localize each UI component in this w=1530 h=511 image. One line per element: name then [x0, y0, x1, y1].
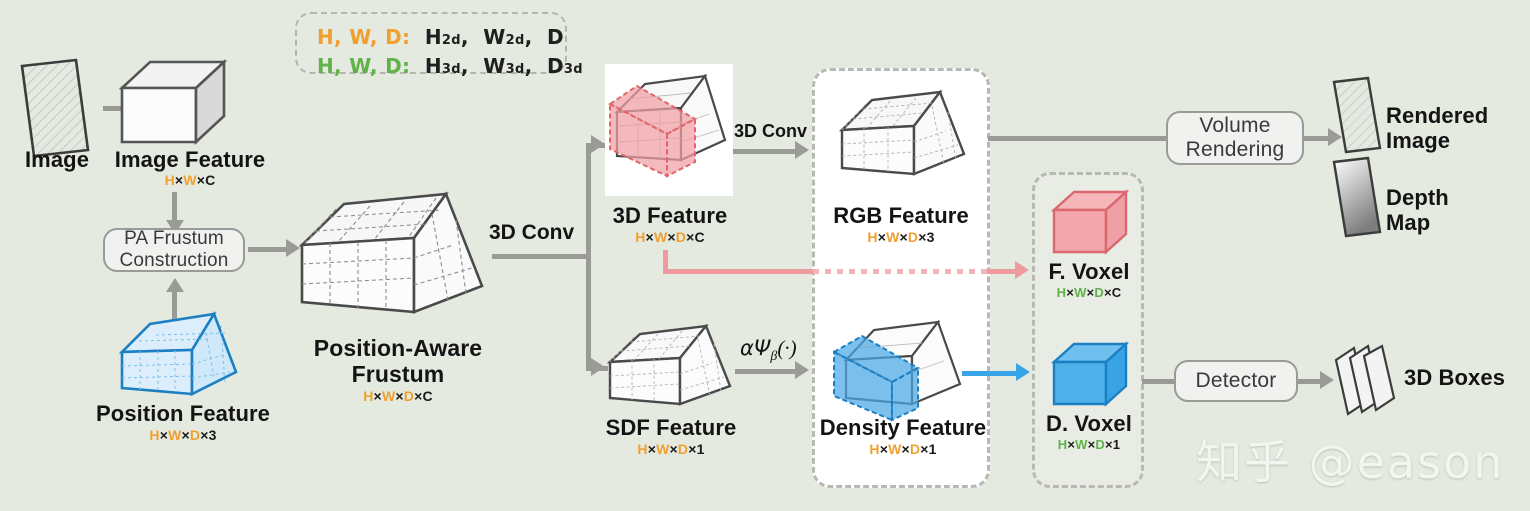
arrowhead-blue-dvoxel — [1016, 363, 1030, 381]
legend-row-2d: H, W, D: H2d, W2d, D — [317, 25, 564, 49]
sdf-feature-label: SDF Feature — [605, 415, 737, 440]
conv3d-rgb-label: 3D Conv — [734, 121, 808, 141]
arrow-conv3d-up-stub — [586, 143, 608, 148]
position-feature-label: Position Feature — [96, 401, 270, 426]
arrowhead-3dfeature-to-rgb — [795, 141, 809, 159]
legend-row-3d: H, W, D: H3d, W3d, D3d — [317, 54, 583, 78]
f-voxel-icon — [1050, 188, 1130, 260]
feature-3d-card — [605, 64, 733, 196]
position-feature-dims: H×W×D×3 — [149, 427, 217, 443]
detector-label: Detector — [1195, 368, 1277, 392]
detector-button[interactable]: Detector — [1174, 360, 1298, 402]
feature-3d-dims: H×W×D×C — [635, 229, 705, 245]
density-feature-dims: H×W×D×1 — [869, 441, 937, 457]
d-voxel-label: D. Voxel — [1046, 411, 1132, 436]
arrowhead-volume-to-outputs — [1328, 128, 1342, 146]
feature-3d-label: 3D Feature — [612, 203, 728, 228]
arrow-3dfeature-to-rgb — [733, 149, 795, 154]
arrowhead-pa-to-frustum — [286, 239, 300, 257]
image-feature-dims: H×W×C — [164, 172, 216, 188]
arrowhead-sdf-to-density — [795, 361, 809, 379]
arrow-image-to-feature — [103, 106, 137, 111]
d-voxel-dims: H×W×D×1 — [1057, 437, 1121, 452]
arrow-pink-right-a — [663, 269, 815, 274]
rendered-image-icon — [1330, 76, 1384, 154]
image-label: Image — [24, 147, 90, 172]
arrow-detector-to-boxes — [1298, 379, 1320, 384]
sdf-feature-dims: H×W×D×1 — [637, 441, 705, 457]
rgb-feature-label: RGB Feature — [833, 203, 969, 228]
arrow-conv3d-trunk — [492, 254, 591, 259]
position-aware-frustum-dims: H×W×D×C — [363, 388, 433, 404]
arrow-conv3d-down — [586, 254, 591, 366]
conv3d-main-label: 3D Conv — [489, 221, 575, 244]
f-voxel-dims: H×W×D×C — [1056, 285, 1122, 300]
arrow-pink-dotted — [813, 269, 989, 274]
arrow-pink-down — [663, 250, 668, 274]
depth-map-icon — [1330, 156, 1384, 238]
legend-vars-2d: H, W, D: — [317, 25, 411, 49]
arrow-position-to-pa — [172, 292, 177, 320]
arrow-pink-right-b — [987, 269, 1015, 274]
arrow-feature-to-pa — [172, 192, 177, 220]
watermark: 知乎 @eason — [1196, 435, 1505, 489]
arrowhead-position-to-pa — [166, 278, 184, 292]
legend-box: H, W, D: H2d, W2d, D H, W, D: H3d, W3d, … — [295, 12, 583, 78]
f-voxel-label: F. Voxel — [1048, 259, 1130, 284]
arrow-sdf-to-density — [735, 369, 795, 374]
arrow-volume-to-outputs — [1304, 136, 1328, 141]
sdf-feature-icon — [604, 322, 740, 422]
rgb-feature-dims: H×W×D×3 — [867, 229, 935, 245]
boxes-3d-label: 3D Boxes — [1404, 365, 1506, 390]
position-aware-frustum-icon — [296, 190, 496, 340]
rgb-feature-icon — [836, 88, 972, 192]
arrowhead-detector-to-boxes — [1320, 371, 1334, 389]
boxes-3d-icon — [1332, 344, 1400, 418]
arrow-conv3d-down-stub — [586, 366, 608, 371]
image-feature-label: Image Feature — [114, 147, 266, 172]
arrow-dvoxel-to-detector — [1142, 379, 1176, 384]
arrow-blue-dvoxel — [962, 371, 1016, 376]
position-feature-icon — [118, 310, 246, 406]
arrowhead-pink-fvoxel — [1015, 261, 1029, 279]
arrow-rgb-to-volume — [988, 136, 1168, 141]
arrow-pa-to-frustum — [248, 247, 286, 252]
density-feature-label: Density Feature — [819, 415, 987, 440]
image-feature-icon — [118, 58, 228, 150]
legend-vars-3d: H, W, D: — [317, 54, 411, 78]
image-icon — [14, 58, 98, 158]
arrow-conv3d-up — [586, 143, 591, 258]
sdf-to-density-label: αΨβ(·) — [740, 336, 797, 365]
d-voxel-icon — [1050, 340, 1130, 412]
density-feature-icon — [828, 316, 970, 422]
